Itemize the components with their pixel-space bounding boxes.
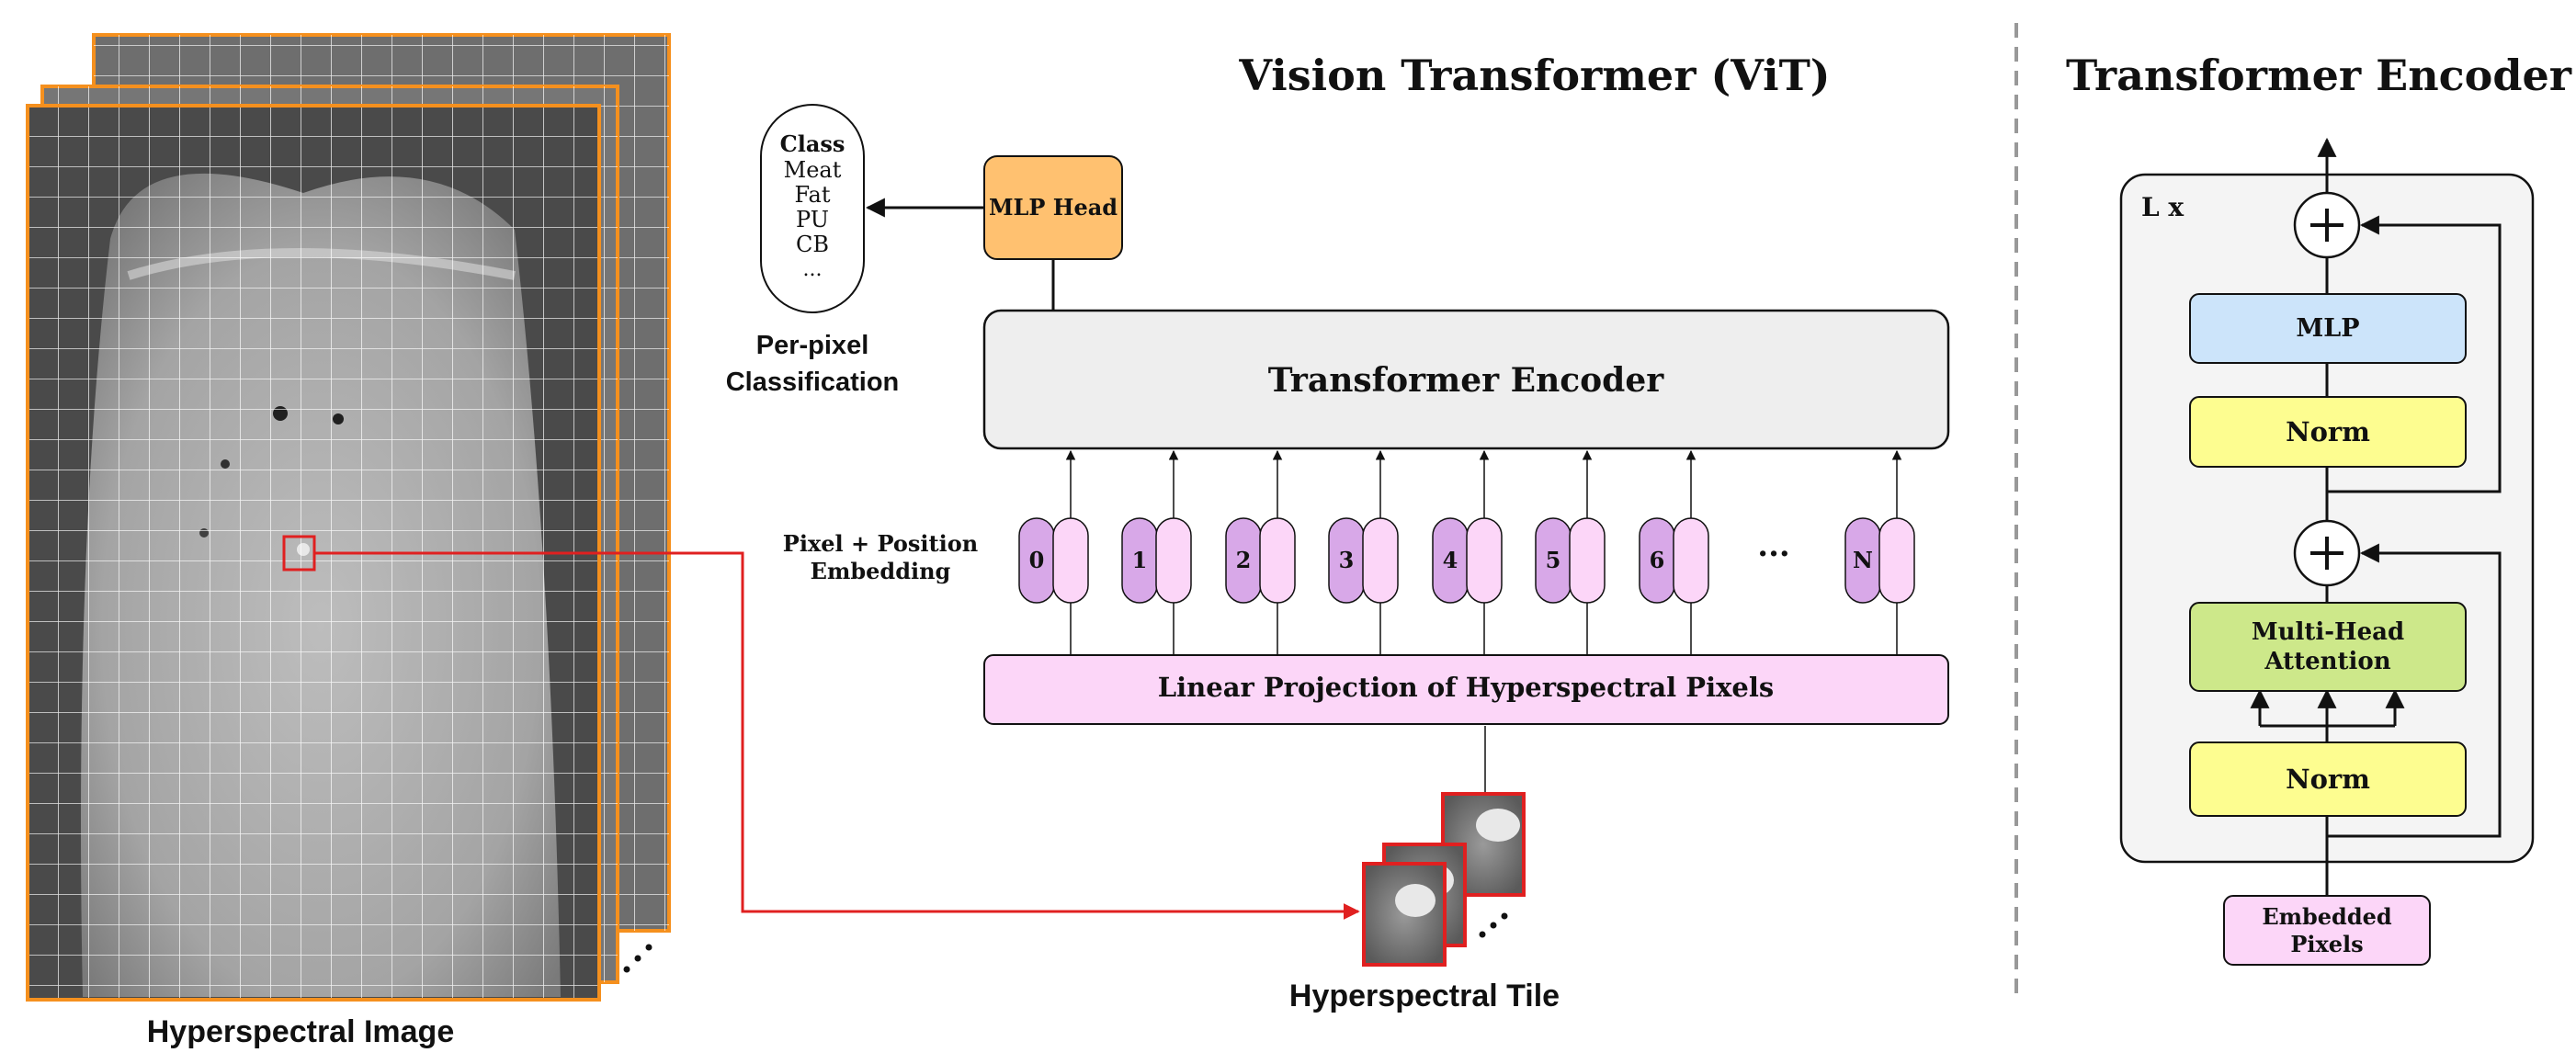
token-index: 4 (1443, 547, 1458, 573)
norm-block-top-label: Norm (2286, 416, 2370, 447)
pixel-embedding (1259, 517, 1296, 604)
token-index: 0 (1029, 547, 1045, 573)
token-4: 4 (1432, 449, 1503, 655)
pixel-embedding (1155, 517, 1192, 604)
repeat-label: L x (2141, 192, 2184, 222)
token-index: 5 (1546, 547, 1561, 573)
pixel-embedding (1673, 517, 1709, 604)
hyperspectral-image-stack (26, 33, 671, 1002)
add-node-bottom (2293, 519, 2361, 587)
class-item: CB (796, 232, 829, 257)
pixel-embedding (1362, 517, 1399, 604)
norm-block-top (2189, 396, 2467, 468)
vit-title: Vision Transformer (ViT) (1238, 51, 1830, 100)
token-index: 2 (1236, 547, 1252, 573)
pixel-embedding (1466, 517, 1503, 604)
mlp-block (2189, 293, 2467, 364)
class-item: PU (796, 207, 829, 232)
embedded-pixels-line1: Embedded (2262, 903, 2392, 930)
mha-label-line1: Multi-Head (2252, 618, 2404, 646)
class-item: Meat (784, 157, 842, 183)
pixel-embedding (1569, 517, 1606, 604)
token-index: 3 (1339, 547, 1355, 573)
token-n: N (1844, 449, 1915, 655)
embedding-label-line2: Embedding (811, 558, 951, 584)
multi-head-attention-block (2189, 602, 2467, 692)
token-0: 0 (1018, 449, 1089, 655)
transformer-encoder-box (982, 309, 1950, 450)
hyperspectral-tile-label: Hyperspectral Tile (1289, 979, 1560, 1013)
pixel-to-tile-arrow (314, 551, 1360, 920)
norm-block-bottom-label: Norm (2286, 764, 2370, 795)
tile-ellipsis-dot (1479, 931, 1486, 938)
plus-icon (2310, 209, 2343, 242)
add-node-top (2293, 191, 2361, 259)
class-item: Fat (795, 182, 831, 208)
pixel-embedding (1878, 517, 1915, 604)
token-index: N (1853, 547, 1873, 573)
token-3: 3 (1328, 449, 1399, 655)
plus-icon (2310, 537, 2343, 570)
mlp-block-label: MLP (2296, 314, 2359, 343)
class-item: ... (803, 258, 823, 281)
token-5: 5 (1535, 449, 1606, 655)
token-6: 6 (1639, 449, 1709, 655)
norm-block-bottom (2189, 741, 2467, 817)
residual-connection-attention (2327, 543, 2502, 838)
class-title: Class (780, 130, 845, 157)
mha-label-line2: Attention (2264, 648, 2390, 675)
hyperspectral-image-label: Hyperspectral Image (147, 1014, 455, 1049)
residual-connection-mlp (2327, 215, 2502, 493)
hyperspectral-tile-stack (1362, 792, 1526, 967)
tile-ellipsis-dot (1501, 912, 1508, 920)
transformer-encoder-label: Transformer Encoder (1268, 361, 1664, 400)
token-ellipsis: ··· (1757, 536, 1790, 572)
mlp-head-label: MLP Head (989, 194, 1118, 221)
token-index: 1 (1132, 547, 1148, 573)
per-pixel-label-line1: Per-pixel (756, 331, 869, 360)
token-index: 6 (1650, 547, 1665, 573)
stack-ellipsis (623, 944, 653, 973)
embedded-pixels-input (2223, 895, 2431, 966)
token-2: 2 (1225, 449, 1296, 655)
linear-projection-box (983, 654, 1949, 725)
tile-ellipsis-dot (1490, 922, 1497, 929)
embedding-label-line1: Pixel + Position (783, 530, 978, 557)
encoder-detail-title: Transformer Encoder (2066, 51, 2572, 100)
per-pixel-label-line2: Classification (726, 368, 900, 397)
linear-projection-label: Linear Projection of Hyperspectral Pixel… (1158, 672, 1774, 703)
token-1: 1 (1121, 449, 1192, 655)
embedded-pixels-line2: Pixels (2290, 931, 2363, 957)
class-output-box: Class Meat Fat PU CB ... (760, 104, 865, 313)
pixel-embedding (1052, 517, 1089, 604)
